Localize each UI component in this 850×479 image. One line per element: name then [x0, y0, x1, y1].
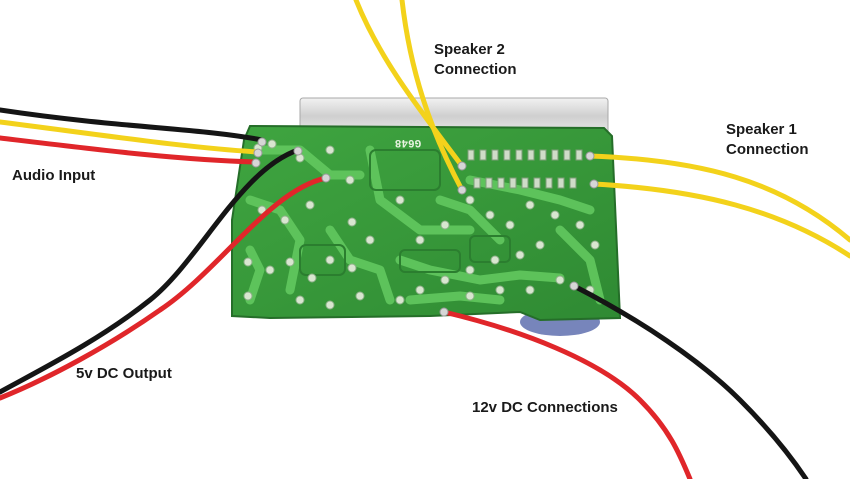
- audio-wire-black: [0, 107, 265, 143]
- speaker-2-label-line1: Speaker 2: [434, 41, 505, 58]
- audio-input-label: Audio Input: [12, 167, 96, 184]
- 12v-wire-black: [571, 283, 809, 479]
- speaker-1-connection-label: Speaker 1 Connection: [726, 120, 809, 160]
- speaker1-wire-b: [591, 181, 850, 259]
- 12v-dc-connections-label: 12v DC Connections: [472, 399, 618, 416]
- speaker-1-label-line2: Connection: [726, 141, 809, 158]
- speaker1-wire-a: [587, 153, 850, 243]
- audio-wire-red: [0, 135, 259, 165]
- 5v-wire-red: [0, 175, 329, 401]
- 12v-wire-red: [441, 309, 693, 479]
- speaker-2-connection-label: Speaker 2 Connection: [434, 40, 517, 80]
- speaker2-wire-b: [399, 0, 465, 193]
- solder-joints: [251, 137, 599, 317]
- pcb-board: G648: [231, 124, 622, 322]
- speaker-1-label-line1: Speaker 1: [726, 121, 797, 138]
- 5v-dc-output-label: 5v DC Output: [76, 365, 172, 382]
- board-marking: G648: [394, 136, 421, 148]
- speaker-2-label-line2: Connection: [434, 61, 517, 78]
- 5v-wire-black: [0, 147, 301, 395]
- audio-wire-yellow: [0, 119, 261, 155]
- speaker2-wire-a: [353, 0, 465, 169]
